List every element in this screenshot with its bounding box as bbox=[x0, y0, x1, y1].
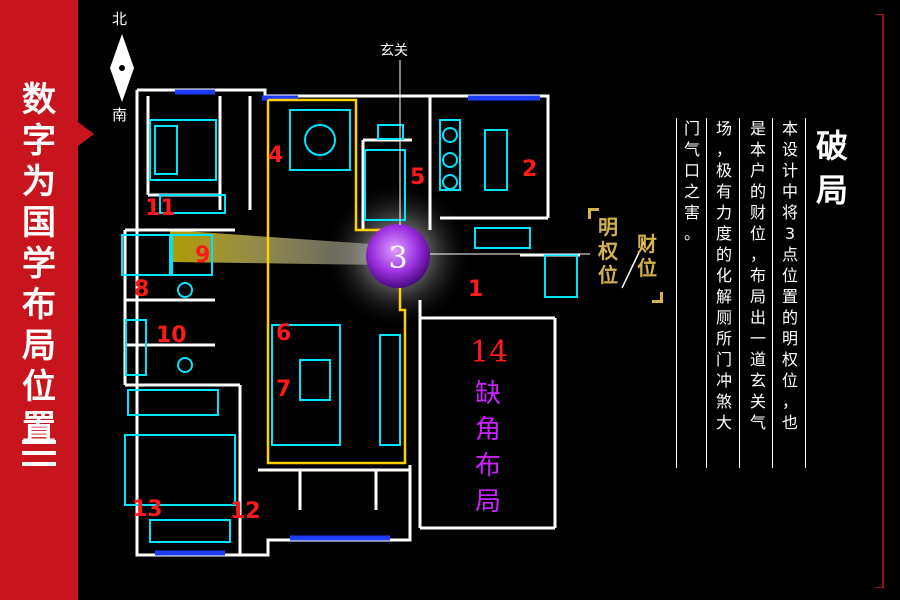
room-number: 2 bbox=[522, 157, 537, 182]
note-heading: 破局 bbox=[815, 127, 848, 209]
compass-needle-icon bbox=[110, 34, 134, 102]
title-char: 数 bbox=[22, 80, 56, 120]
room-number: 11 bbox=[145, 196, 176, 221]
note-column: 门气口之害。 bbox=[683, 119, 700, 243]
note-column: 是本户的财位，布局出一道玄关气 bbox=[749, 119, 766, 432]
center-marker bbox=[366, 224, 430, 288]
room-number: 9 bbox=[195, 243, 210, 268]
center-number: 3 bbox=[388, 241, 407, 276]
compass-north: 北 bbox=[112, 10, 128, 28]
decorative-frame bbox=[875, 14, 884, 588]
caiwei-label: 财位 bbox=[637, 232, 657, 280]
missing-char: 角 bbox=[474, 415, 501, 445]
pointer-arrow-icon bbox=[78, 122, 94, 146]
mingquanwei-label: 明权位 bbox=[598, 215, 618, 287]
room-number: 7 bbox=[276, 377, 291, 402]
bracket-top bbox=[588, 208, 599, 219]
title-char: 字 bbox=[22, 121, 56, 161]
room-number: 4 bbox=[268, 143, 283, 168]
menu-icon[interactable] bbox=[22, 440, 56, 473]
note-column: 场，极有力度的化解厕所门冲煞大 bbox=[715, 119, 732, 432]
title-char: 位 bbox=[22, 367, 56, 407]
furniture bbox=[121, 109, 578, 543]
compass-south: 南 bbox=[112, 106, 128, 124]
missing-char: 布 bbox=[474, 451, 501, 481]
title-char: 布 bbox=[22, 285, 56, 325]
title-char: 局 bbox=[22, 326, 56, 366]
room-number: 6 bbox=[276, 321, 291, 346]
walls bbox=[123, 88, 580, 557]
bracket-bottom bbox=[652, 292, 663, 303]
room-number: 1 bbox=[468, 277, 483, 302]
missing-corner-label: 14 缺 角 布 局 bbox=[470, 335, 509, 520]
light-beam bbox=[170, 230, 385, 265]
room-number: 5 bbox=[410, 165, 425, 190]
living-area-outline bbox=[266, 98, 407, 465]
title-char: 国 bbox=[22, 203, 56, 243]
missing-char: 局 bbox=[474, 487, 501, 517]
title-char: 为 bbox=[22, 162, 56, 202]
room-number: 10 bbox=[156, 323, 187, 348]
sidebar: 数 字 为 国 学 布 局 位 置 bbox=[0, 0, 78, 600]
slash-divider bbox=[621, 241, 645, 289]
room-number: 8 bbox=[134, 277, 149, 302]
room-number: 12 bbox=[230, 499, 261, 524]
missing-number: 14 bbox=[470, 335, 509, 370]
title-char: 学 bbox=[22, 244, 56, 284]
missing-char: 缺 bbox=[474, 379, 501, 409]
room-number: 13 bbox=[132, 497, 163, 522]
windows bbox=[155, 89, 540, 556]
xuanguan-label: 玄关 bbox=[380, 43, 408, 59]
